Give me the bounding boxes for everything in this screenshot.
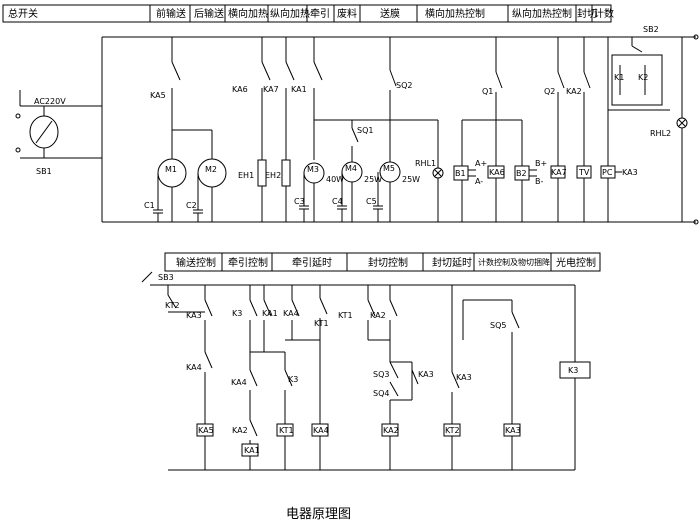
header-traction-control: 牵引控制: [228, 256, 268, 269]
label-coil-ka4: KA4: [313, 426, 329, 435]
label-c5: C5: [366, 197, 377, 206]
label-ka2a: KA2: [370, 311, 386, 320]
header-front-conveyor: 前输送: [156, 7, 186, 20]
label-tv: TV: [578, 168, 590, 177]
top-header: 总开关 前输送 后输送 横向加热 纵向加热 牵引 废料 送膜 横向加热控制 纵向…: [2, 4, 614, 23]
label-a-minus: A-: [475, 177, 483, 186]
label-ka1: KA1: [291, 85, 307, 94]
label-coil-ka2: KA2: [383, 426, 399, 435]
label-ka7: KA7: [263, 85, 279, 94]
label-kt2: KT2: [165, 301, 180, 310]
label-coil-kt1: KT1: [279, 426, 294, 435]
label-25w-b: 25W: [402, 175, 420, 184]
label-m1: M1: [165, 165, 177, 174]
label-ka6: KA6: [232, 85, 248, 94]
label-m2: M2: [205, 165, 217, 174]
label-25w-a: 25W: [364, 175, 382, 184]
label-m3: M3: [307, 165, 319, 174]
label-sq3: SQ3: [373, 370, 389, 379]
header-seal-cut: 封切: [577, 7, 597, 20]
label-sb1: SB1: [36, 167, 52, 176]
header-traction-delay: 牵引延时: [292, 257, 332, 269]
label-eh2: EH2: [265, 171, 281, 180]
label-c3: C3: [294, 197, 305, 206]
label-m5: M5: [383, 164, 395, 173]
label-sb3: SB3: [158, 273, 174, 282]
header-conveyor-control: 输送控制: [176, 256, 216, 269]
label-ka6-box: KA6: [489, 168, 505, 177]
label-ka7-box: KA7: [551, 168, 567, 177]
label-ka4c: KA4: [283, 309, 299, 318]
label-sq1: SQ1: [357, 126, 373, 135]
label-sq4: SQ4: [373, 389, 389, 398]
label-ka1a: KA1: [262, 309, 278, 318]
label-rhl2: RHL2: [650, 129, 671, 138]
photo-sensor-k3: [559, 361, 591, 379]
label-b2: B2: [516, 169, 527, 178]
label-k3-box: K3: [568, 366, 578, 375]
thermostat-b1-icon: [453, 165, 469, 181]
label-k2: K2: [638, 73, 648, 82]
label-kt1a: KT1: [314, 319, 329, 328]
header-film-feed: 送膜: [380, 7, 400, 20]
label-ac220v: AC220V: [34, 97, 66, 106]
switch-icon: [171, 61, 181, 81]
bottom-header: 输送控制 牵引控制 牵引延时 封切控制 封切延时 计数控制及物切捆降 光电控制: [164, 252, 601, 272]
label-b-plus: B+: [535, 159, 547, 168]
diagram-caption: 电器原理图: [286, 507, 351, 522]
bottom-circuit: SB3 KT2 KA3 KA4 KA5 K3 KA4 KA2 KA1: [141, 271, 591, 471]
header-waste: 废料: [337, 7, 357, 20]
label-coil-kt2: KT2: [445, 426, 460, 435]
label-pc: PC: [602, 168, 613, 177]
header-rear-conveyor: 后输送: [194, 7, 224, 20]
label-ka4a: KA4: [186, 363, 202, 372]
label-sb2: SB2: [643, 25, 659, 34]
label-k3b: K3: [288, 375, 298, 384]
label-b-minus: B-: [535, 177, 543, 186]
label-ka5: KA5: [150, 91, 166, 100]
header-vertical-heat-control: 纵向加热控制: [512, 7, 572, 20]
label-sq2: SQ2: [396, 81, 412, 90]
label-rhl1: RHL1: [415, 159, 436, 168]
label-ka4b: KA4: [231, 378, 247, 387]
header-count-control: 计数控制及物切捆降: [478, 257, 550, 267]
header-seal-delay: 封切延时: [432, 256, 472, 269]
label-ka3: KA3: [622, 168, 638, 177]
label-ka2: KA2: [566, 87, 582, 96]
label-40w: 40W: [326, 175, 344, 184]
label-k1: K1: [614, 73, 624, 82]
label-ka2b: KA2: [232, 426, 248, 435]
label-b1: B1: [455, 169, 466, 178]
header-horizontal-heat: 横向加热: [228, 7, 268, 20]
label-a-plus: A+: [475, 159, 487, 168]
label-c4: C4: [332, 197, 343, 206]
label-c2: C2: [186, 201, 197, 210]
header-photo-control: 光电控制: [556, 256, 596, 269]
label-q2: Q2: [544, 87, 555, 96]
label-k3a: K3: [232, 309, 242, 318]
header-main-switch: 总开关: [8, 7, 38, 20]
header-count: 计数: [594, 7, 614, 20]
header-traction: 牵引: [310, 8, 330, 20]
label-m4: M4: [345, 164, 357, 173]
label-ka3b: KA3: [418, 370, 434, 379]
header-horizontal-heat-control: 横向加热控制: [425, 7, 485, 20]
label-sq5: SQ5: [490, 321, 506, 330]
label-coil-ka5: KA5: [198, 426, 214, 435]
label-q1: Q1: [482, 87, 493, 96]
label-coil-ka3: KA3: [505, 426, 521, 435]
label-ka3c: KA3: [456, 373, 472, 382]
top-circuit: AC220V SB1 KA5 M1 M2 C1 C2 KA6: [15, 25, 699, 225]
label-eh1: EH1: [238, 171, 254, 180]
label-coil-ka1: KA1: [244, 446, 260, 455]
header-vertical-heat: 纵向加热: [270, 7, 310, 20]
label-c1: C1: [144, 201, 155, 210]
header-seal-control: 封切控制: [368, 256, 408, 269]
label-ka3a: KA3: [186, 311, 202, 320]
heater-eh2-icon: [281, 159, 291, 187]
label-kt1b: KT1: [338, 311, 353, 320]
